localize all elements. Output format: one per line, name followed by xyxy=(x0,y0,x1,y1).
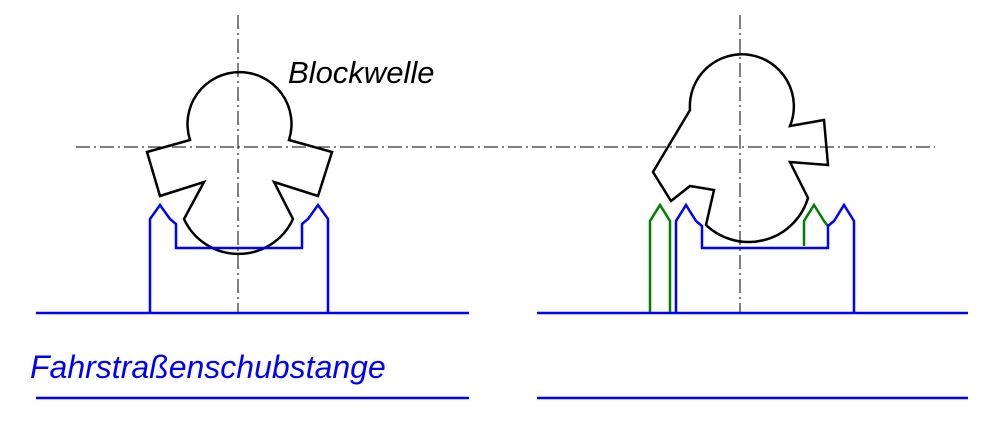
label-fahrstrassenschubstange: Fahrstraßenschubstange xyxy=(30,349,386,385)
right-block-shaft xyxy=(651,53,830,244)
label-blockwelle: Blockwelle xyxy=(288,55,434,90)
left-rod-teeth xyxy=(148,202,330,312)
right-rod-teeth xyxy=(674,202,856,312)
right-slide-rod xyxy=(537,202,968,400)
left-block-shaft xyxy=(145,70,334,256)
left-slide-rod xyxy=(36,202,469,400)
right-shifted-rod-outline xyxy=(648,202,829,312)
centerlines xyxy=(76,15,935,313)
